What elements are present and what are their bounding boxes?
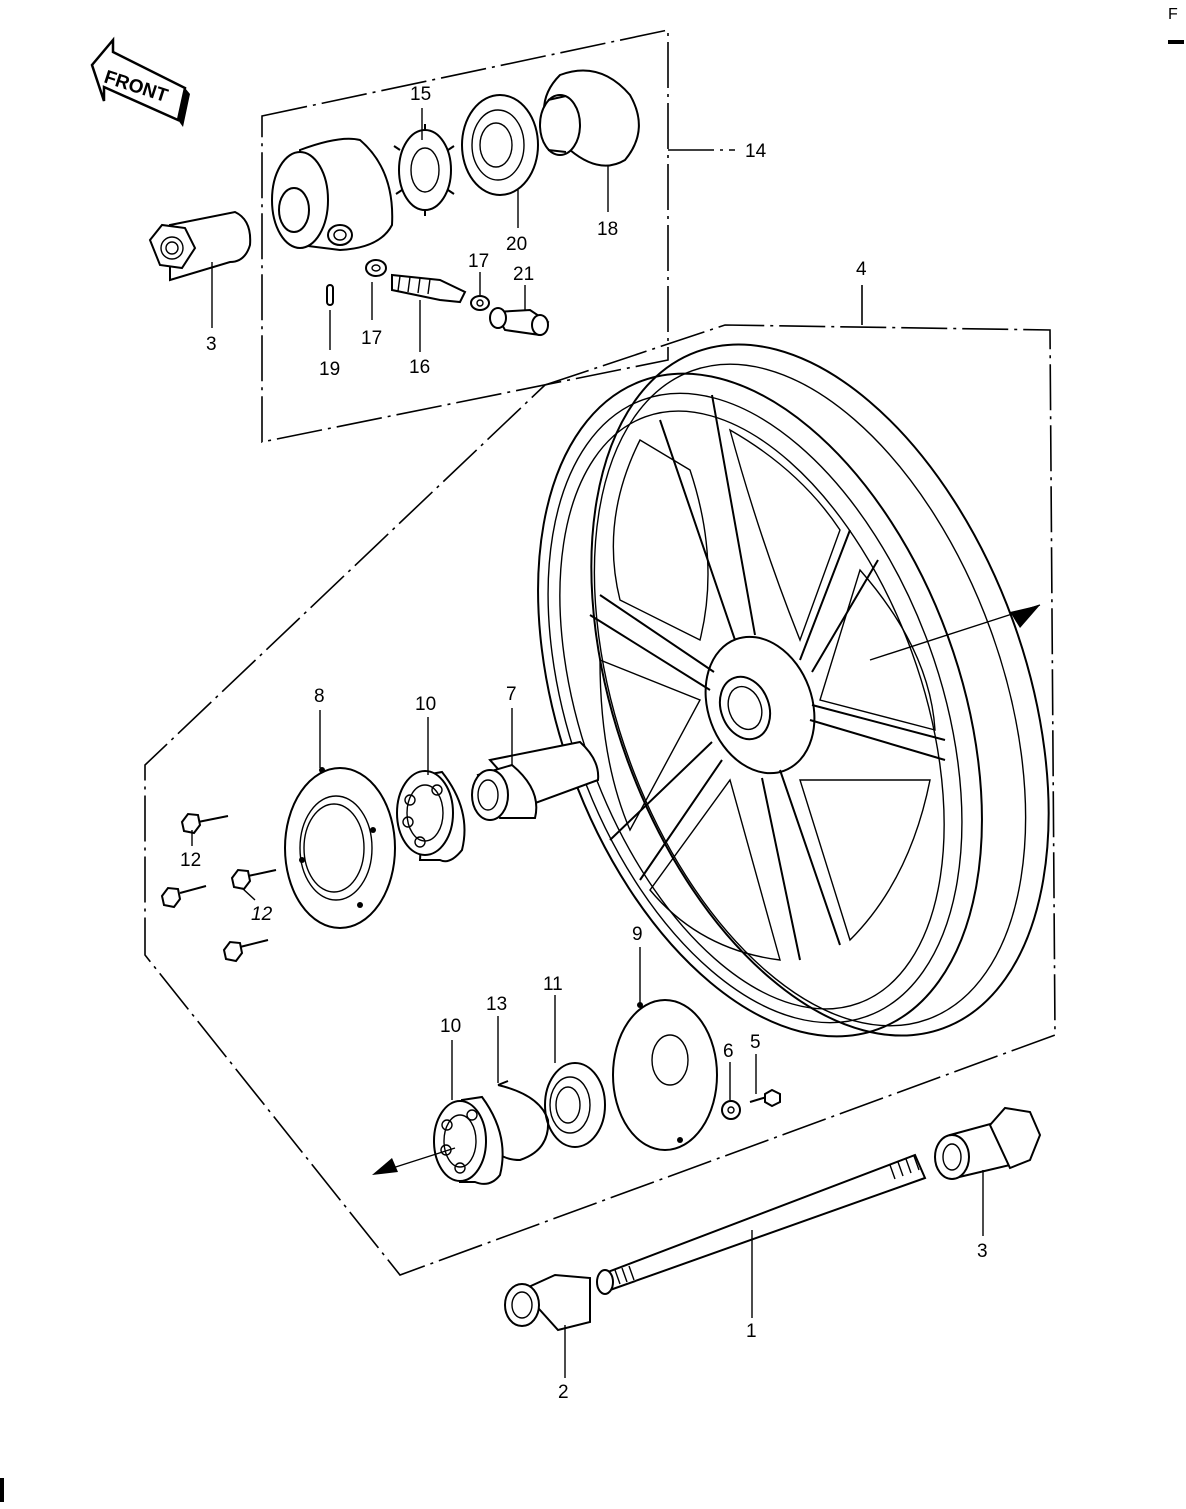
bearing-10-upper bbox=[396, 770, 466, 863]
bolt-12-b bbox=[160, 885, 207, 909]
speedometer-drive-gear bbox=[393, 124, 455, 216]
callout-6: 6 bbox=[723, 1041, 734, 1062]
flange-9 bbox=[612, 999, 718, 1151]
callout-19: 19 bbox=[319, 359, 340, 380]
callout-17-left: 17 bbox=[361, 328, 382, 349]
callout-3-bottom: 3 bbox=[977, 1241, 988, 1262]
speedometer-gear-box-frame bbox=[261, 29, 735, 443]
callout-8: 8 bbox=[314, 686, 325, 707]
callout-10-upper: 10 bbox=[415, 694, 436, 715]
callout-2: 2 bbox=[558, 1382, 569, 1403]
axle-1 bbox=[596, 1153, 927, 1295]
callout-12-upper: 12 bbox=[180, 850, 201, 871]
callout-3-top: 3 bbox=[206, 334, 217, 355]
gear-housing bbox=[271, 137, 394, 252]
callout-14: 14 bbox=[745, 141, 767, 162]
flange-8 bbox=[284, 767, 396, 929]
callout-7: 7 bbox=[506, 684, 517, 705]
corner-page-mark: F bbox=[1168, 6, 1178, 23]
callout-5: 5 bbox=[750, 1032, 761, 1053]
oil-seal-11 bbox=[544, 1062, 606, 1148]
callout-10-lower: 10 bbox=[440, 1016, 461, 1037]
callout-16: 16 bbox=[409, 357, 430, 378]
leader-lines bbox=[191, 108, 984, 1378]
callout-9: 9 bbox=[632, 924, 643, 945]
bolt-12-c bbox=[230, 868, 277, 891]
callout-20: 20 bbox=[506, 234, 527, 255]
axle-nut-collar-top bbox=[148, 210, 252, 282]
speedometer-pinion-16 bbox=[391, 273, 467, 304]
axle-nut-collar-bottom bbox=[934, 1106, 1042, 1180]
callout-numbers: 15 14 20 18 17 21 4 3 17 19 16 8 10 7 12… bbox=[180, 84, 988, 1403]
gear-housing-cover-18 bbox=[539, 69, 640, 167]
oil-seal-20 bbox=[461, 94, 539, 196]
washer-17a bbox=[365, 259, 387, 277]
callout-4: 4 bbox=[856, 259, 867, 280]
bearing-10-lower bbox=[372, 1095, 504, 1185]
bushing-21 bbox=[489, 307, 550, 337]
callout-13: 13 bbox=[486, 994, 507, 1015]
wheel-assembly-frame bbox=[144, 285, 1056, 1276]
callout-11: 11 bbox=[543, 974, 563, 995]
bottom-left-edge-mark bbox=[0, 1478, 4, 1502]
front-direction-arrow: FRONT bbox=[90, 36, 190, 127]
washer-6 bbox=[721, 1100, 741, 1120]
callout-17-right: 17 bbox=[468, 251, 489, 272]
bolt-12-a bbox=[180, 812, 229, 835]
spacer-7 bbox=[471, 740, 600, 821]
collar-2 bbox=[504, 1273, 591, 1332]
callout-18: 18 bbox=[597, 219, 618, 240]
callout-1: 1 bbox=[746, 1321, 757, 1342]
washer-17b bbox=[470, 295, 490, 311]
callout-12-lower: 12 bbox=[251, 904, 273, 925]
callout-21: 21 bbox=[513, 264, 534, 285]
callout-15: 15 bbox=[410, 84, 431, 105]
pin-19 bbox=[326, 284, 334, 306]
bolt-12-d bbox=[222, 939, 269, 963]
corner-dash-mark bbox=[1168, 40, 1184, 44]
bolt-5 bbox=[749, 1088, 781, 1108]
